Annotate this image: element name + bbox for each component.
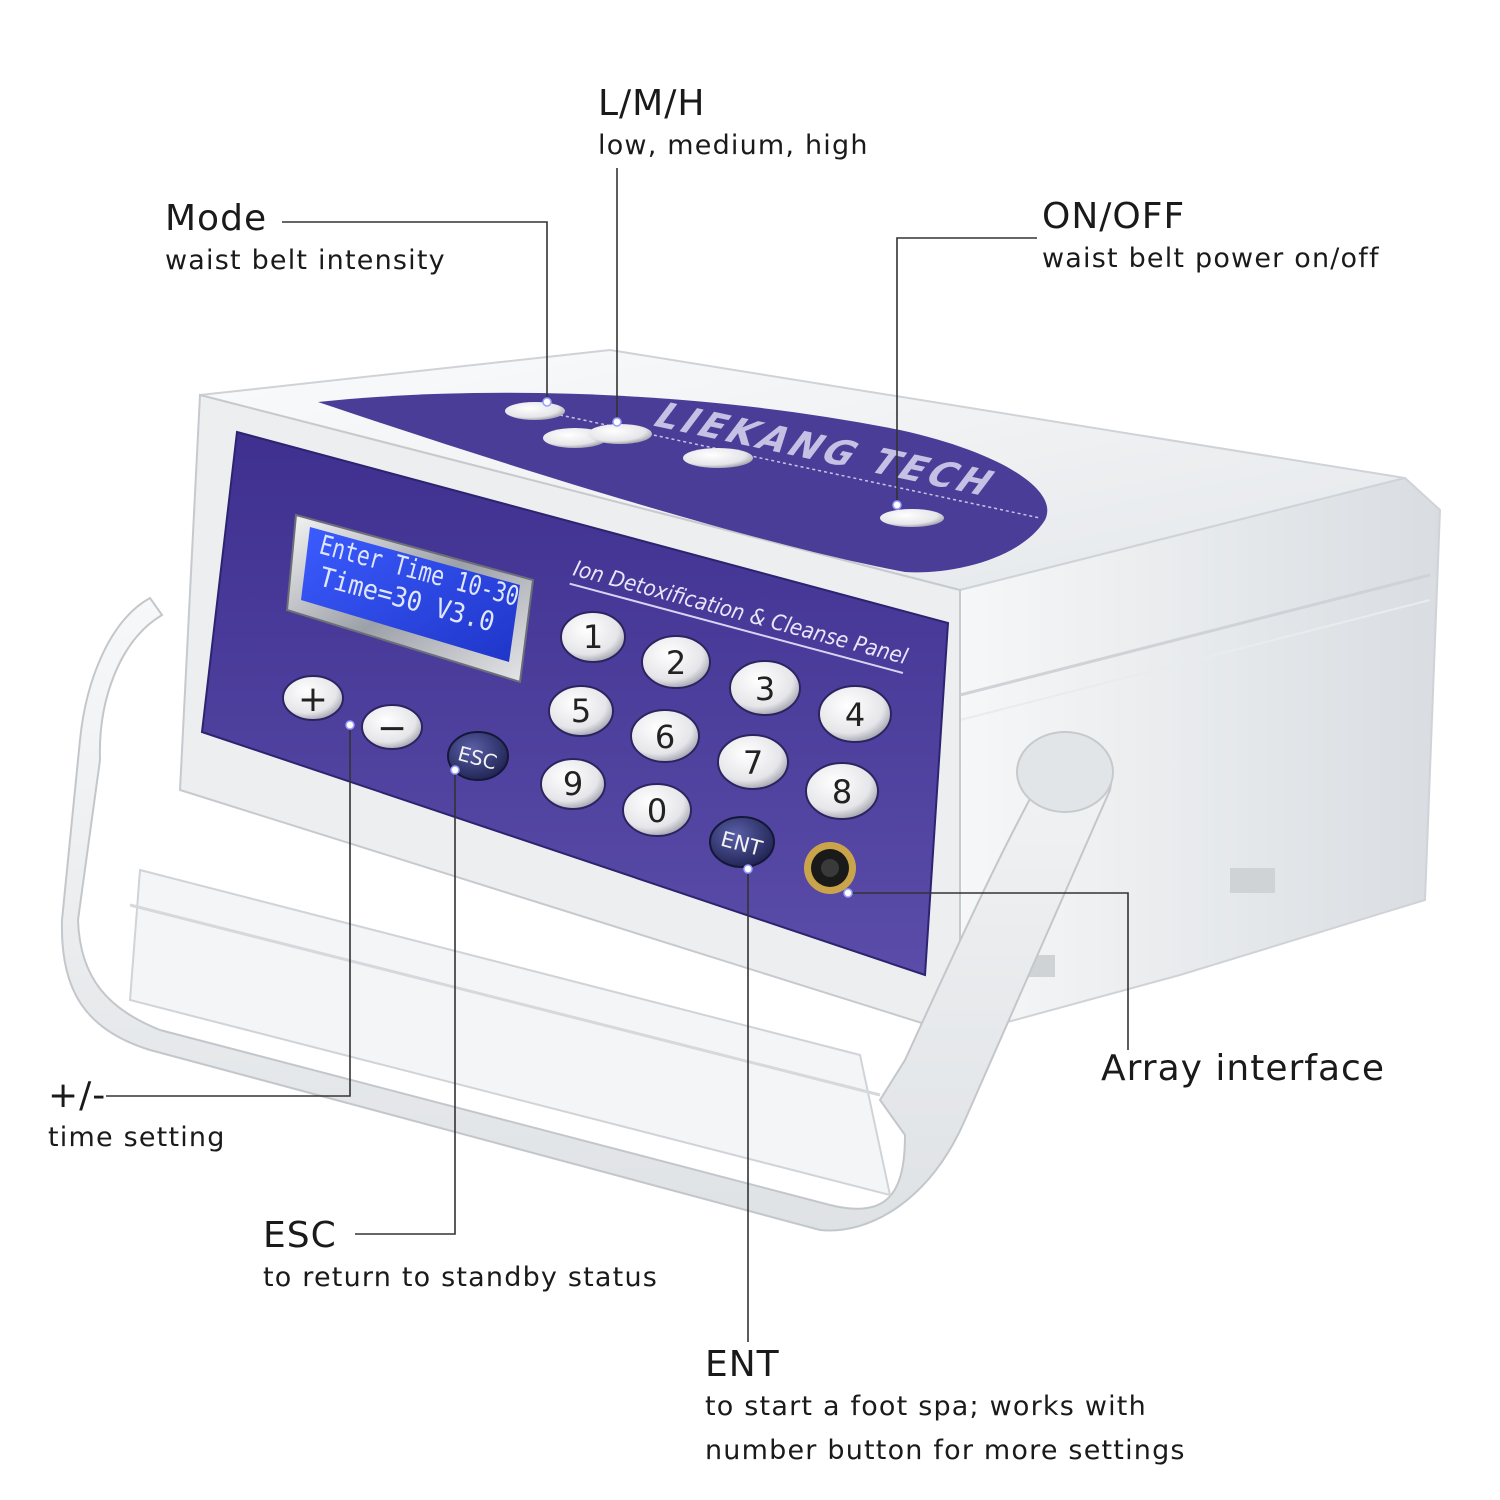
key-0-label: 0 bbox=[647, 792, 667, 830]
key-8-label: 8 bbox=[832, 773, 852, 811]
key-9-label: 9 bbox=[563, 765, 583, 803]
esc-button[interactable]: ESC bbox=[447, 731, 509, 781]
top-button-aux[interactable] bbox=[683, 448, 753, 468]
callout-lmh-subtitle: low, medium, high bbox=[598, 130, 869, 161]
callout-array: Array interface bbox=[1101, 1049, 1385, 1089]
top-control-label bbox=[318, 392, 1048, 573]
key-9[interactable]: 9 bbox=[540, 758, 606, 810]
key-3-label: 3 bbox=[755, 670, 775, 708]
callout-plusminus-subtitle: time setting bbox=[48, 1122, 226, 1153]
key-6[interactable]: 6 bbox=[630, 709, 700, 763]
callout-lmh: L/M/H low, medium, high bbox=[598, 84, 869, 168]
minus-button-label: − bbox=[377, 708, 407, 749]
callout-ent: ENT to start a foot spa; works with numb… bbox=[705, 1345, 1186, 1473]
array-interface-jack[interactable] bbox=[804, 842, 856, 894]
key-0[interactable]: 0 bbox=[622, 783, 692, 837]
keypad: 1 2 3 4 5 6 7 8 9 0 bbox=[540, 611, 892, 837]
lcd-screen bbox=[301, 527, 520, 662]
key-8[interactable]: 8 bbox=[805, 762, 879, 820]
callout-lmh-title: L/M/H bbox=[598, 83, 706, 124]
callout-ent-subtitle-line-1: to start a foot spa; works with bbox=[705, 1391, 1147, 1422]
callout-onoff: ON/OFF waist belt power on/off bbox=[1042, 197, 1380, 281]
key-2-label: 2 bbox=[666, 644, 686, 682]
key-5-label: 5 bbox=[571, 692, 591, 730]
key-6-label: 6 bbox=[655, 718, 675, 756]
top-button-lmh[interactable] bbox=[588, 424, 652, 444]
callout-mode-title: Mode bbox=[165, 198, 268, 239]
minus-button[interactable]: − bbox=[361, 704, 423, 750]
key-4[interactable]: 4 bbox=[818, 685, 892, 743]
plus-button-label: + bbox=[298, 679, 328, 720]
callout-plusminus-title: +/- bbox=[48, 1075, 107, 1116]
key-7[interactable]: 7 bbox=[717, 734, 789, 790]
key-7-label: 7 bbox=[743, 744, 763, 782]
top-button-onoff[interactable] bbox=[880, 509, 944, 527]
key-4-label: 4 bbox=[845, 696, 865, 734]
callout-esc-title: ESC bbox=[263, 1215, 337, 1256]
callout-ent-subtitle-line-2: number button for more settings bbox=[705, 1435, 1186, 1466]
leader-lines bbox=[106, 168, 1129, 1342]
callout-onoff-subtitle: waist belt power on/off bbox=[1042, 243, 1380, 274]
callout-esc-subtitle: to return to standby status bbox=[263, 1262, 659, 1293]
callout-mode: Mode waist belt intensity bbox=[165, 199, 446, 283]
plus-button[interactable]: + bbox=[282, 675, 344, 721]
callout-plusminus: +/- time setting bbox=[48, 1076, 226, 1160]
callout-esc: ESC to return to standby status bbox=[263, 1216, 658, 1300]
leader-dots bbox=[345, 397, 902, 898]
key-2[interactable]: 2 bbox=[641, 635, 711, 689]
key-1-label: 1 bbox=[583, 618, 603, 656]
key-5[interactable]: 5 bbox=[548, 685, 614, 737]
key-1[interactable]: 1 bbox=[560, 611, 626, 663]
callout-array-title: Array interface bbox=[1101, 1048, 1385, 1089]
callout-onoff-title: ON/OFF bbox=[1042, 196, 1186, 237]
callout-ent-title: ENT bbox=[705, 1344, 780, 1385]
key-3[interactable]: 3 bbox=[729, 660, 801, 716]
callout-mode-subtitle: waist belt intensity bbox=[165, 245, 446, 276]
ent-button[interactable]: ENT bbox=[709, 816, 775, 868]
top-button-mode-a[interactable] bbox=[505, 402, 565, 420]
